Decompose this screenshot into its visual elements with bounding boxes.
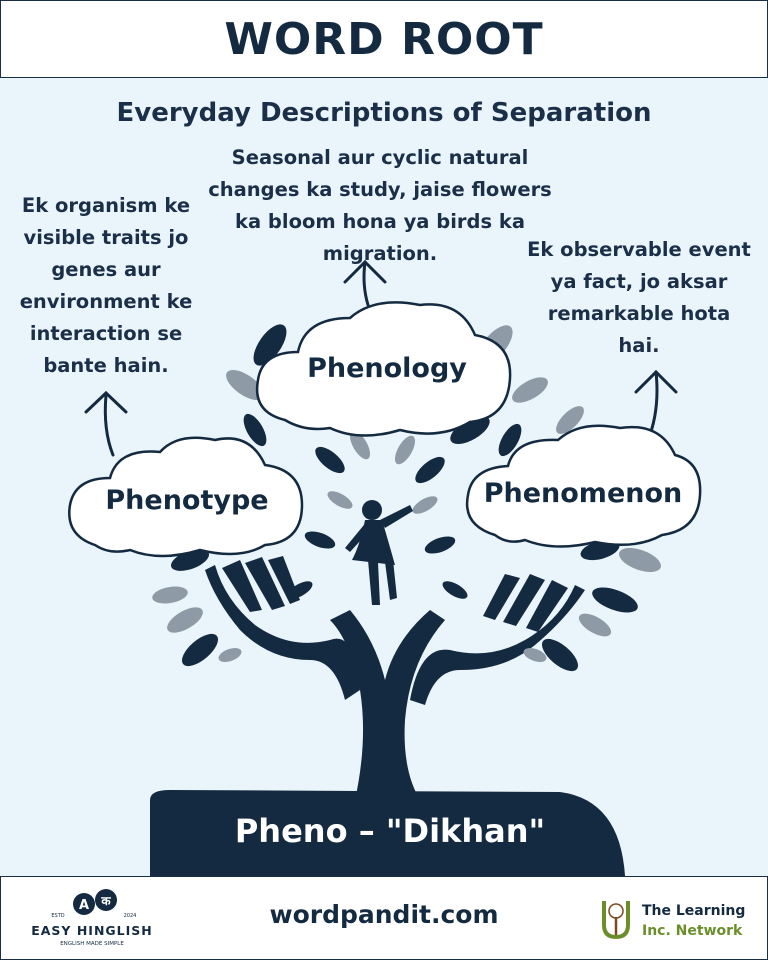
logo-badge-k: क [100,894,111,908]
word-phenology: Phenology [307,353,467,384]
description-line: bante hain. [43,354,169,377]
word-phenomenon: Phenomenon [483,478,683,509]
description-line: changes ka study, jaise flowers [208,178,552,201]
root-mound [150,790,625,876]
phenology-description: Seasonal aur cyclic natural changes ka s… [190,142,570,270]
tree-icon [608,903,624,919]
right-hand-icon [410,574,585,705]
phenomenon-description: Ek observable event ya fact, jo aksar re… [512,234,766,362]
phenotype-description: Ek organism ke visible traits jo genes a… [6,190,206,382]
easy-hinglish-logo: A क ESTD 2024 EASY HINGLISH ENGLISH MADE… [31,889,153,947]
description-line: hai. [618,334,660,357]
footer [0,876,768,960]
child-figure-icon [345,500,413,605]
logo-line1: The Learning [642,903,745,919]
description-line: Ek observable event [527,238,751,261]
tree-trunk [330,610,445,800]
site-link[interactable]: wordpandit.com [269,900,499,929]
cloud-phenotype [68,436,304,558]
description-line: migration. [322,242,438,265]
logo-name: EASY HINGLISH [31,923,153,938]
description-line: ka bloom hona ya birds ka [235,210,525,233]
logo-estd: ESTD [51,913,64,919]
left-hand-icon [205,556,360,700]
root-label: Pheno – "Dikhan" [234,812,546,850]
logo-tagline: ENGLISH MADE SIMPLE [60,941,124,947]
arrow-up-icon [343,259,387,307]
cloud-phenomenon [465,424,702,548]
description-line: Seasonal aur cyclic natural [231,146,529,169]
logo-line2: Inc. Network [642,923,743,939]
logo-badge-a: A [79,898,89,913]
page-title: WORD ROOT [224,13,544,65]
cloud-phenology [255,301,512,437]
description-line: interaction se [29,322,183,345]
word-phenotype: Phenotype [105,485,269,516]
description-line: visible traits jo [23,226,189,249]
logo-year: 2024 [124,913,137,919]
subtitle: Everyday Descriptions of Separation [116,98,652,128]
learning-network-logo: The Learning Inc. Network [602,901,745,940]
description-line: environment ke [19,290,193,313]
header-banner: WORD ROOT [0,0,768,78]
arrow-up-icon [84,390,128,457]
description-line: ya fact, jo aksar [550,270,728,293]
description-line: genes aur [51,258,161,281]
description-line: Ek organism ke [21,194,191,217]
description-line: remarkable hota [547,302,731,325]
